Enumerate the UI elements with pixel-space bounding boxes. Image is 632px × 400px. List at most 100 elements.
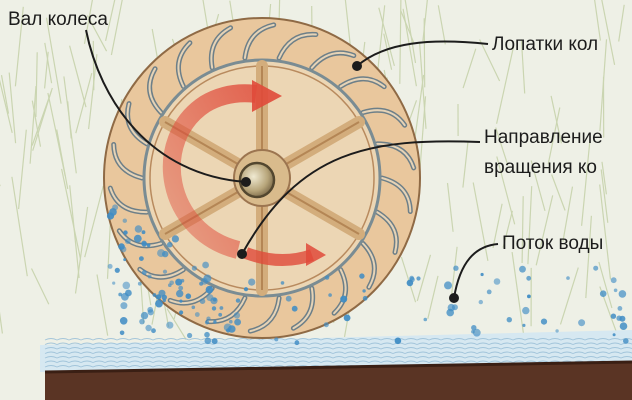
water-drop	[123, 258, 126, 261]
water-drop	[220, 306, 224, 310]
water-drop	[166, 322, 173, 329]
water-drop	[234, 312, 240, 318]
water-drop	[212, 338, 218, 344]
label-axle: Вал колеса	[8, 9, 108, 31]
water-drop	[281, 281, 285, 285]
label-direction-line1: Направление	[484, 127, 603, 149]
water-drop	[395, 338, 402, 345]
water-drop	[274, 337, 278, 341]
water-drop	[424, 318, 428, 322]
water-drop	[205, 320, 209, 324]
water-drop	[112, 204, 118, 210]
water-drop	[292, 306, 298, 312]
water-drop	[212, 306, 216, 310]
water-drop	[471, 330, 475, 334]
direction-leader-dot	[238, 250, 246, 258]
water-drop	[613, 333, 616, 336]
label-water-flow: Поток воды	[502, 233, 603, 255]
label-direction-line2: вращения ко	[484, 157, 597, 179]
water-drop	[125, 238, 131, 244]
water-drop	[202, 262, 209, 269]
water-drop	[120, 317, 128, 325]
water-drop	[234, 319, 241, 326]
water-wheel	[104, 18, 420, 338]
water-drop	[200, 298, 206, 304]
water-drop	[195, 312, 200, 317]
water-drop	[135, 225, 142, 232]
water-drop	[487, 290, 492, 295]
axle-leader-dot	[242, 178, 250, 186]
water-drop	[578, 319, 585, 326]
water-drop	[159, 290, 166, 297]
water-drop	[452, 304, 458, 310]
water-drop	[236, 298, 240, 302]
water-drop	[142, 270, 147, 275]
blades-leader-dot	[353, 62, 361, 70]
water-drop	[134, 235, 142, 243]
water-drop	[179, 300, 182, 303]
water-drop	[167, 242, 173, 248]
water-drop	[541, 319, 547, 325]
water-drop	[153, 293, 157, 297]
water-drop	[123, 230, 127, 234]
water-drop	[168, 283, 172, 287]
water-drop	[125, 290, 132, 297]
water-drop	[148, 275, 152, 279]
water-drop	[244, 287, 248, 291]
water-drop	[623, 338, 629, 344]
water-drop	[108, 264, 113, 269]
water-drop	[340, 296, 347, 303]
water-drop	[409, 276, 414, 281]
water-drop	[620, 322, 628, 330]
water-drop	[123, 282, 131, 290]
water-drop	[453, 266, 458, 271]
water-drop	[120, 302, 127, 309]
water-drop	[229, 320, 233, 324]
water-drop	[611, 277, 617, 283]
water-drop	[213, 320, 216, 323]
water-drop	[206, 317, 210, 321]
flow-leader-dot	[450, 294, 458, 302]
water-drop	[192, 306, 196, 310]
water-drop	[593, 266, 598, 271]
water-drop	[522, 307, 529, 314]
water-drop	[228, 325, 236, 333]
water-drop	[163, 270, 167, 274]
water-drop	[178, 286, 183, 291]
water-drop	[416, 276, 420, 280]
water-drop	[522, 324, 525, 327]
water-drop	[139, 256, 144, 261]
water-drop	[494, 278, 501, 285]
label-blades: Лопатки кол	[492, 34, 598, 56]
water-drop	[204, 332, 210, 338]
water-drop	[201, 278, 208, 285]
water-drop	[286, 296, 292, 302]
water-drop	[363, 296, 368, 301]
water-drop	[157, 249, 165, 257]
water-drop	[206, 286, 214, 294]
water-drop	[616, 316, 621, 321]
water-drop	[141, 312, 148, 319]
water-drop	[362, 289, 365, 292]
water-drop	[145, 325, 151, 331]
water-drop	[120, 331, 125, 336]
water-drop	[123, 219, 127, 223]
water-drop	[179, 310, 183, 314]
water-drop	[118, 293, 122, 297]
water-drop	[147, 244, 151, 248]
water-drop	[176, 290, 183, 297]
water-drop	[324, 322, 329, 327]
water-drop	[481, 273, 484, 276]
water-drop	[328, 293, 332, 297]
water-drop	[120, 246, 126, 252]
water-drop	[295, 340, 300, 345]
water-drop	[619, 290, 627, 298]
water-drop	[444, 281, 452, 289]
water-drop	[155, 300, 163, 308]
water-drop	[210, 297, 217, 304]
water-drop	[142, 230, 146, 234]
water-drop	[192, 266, 197, 271]
water-drop	[600, 290, 607, 297]
